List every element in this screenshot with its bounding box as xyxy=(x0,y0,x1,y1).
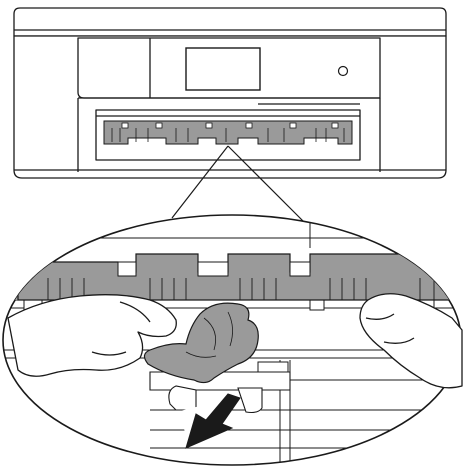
left-hand-icon xyxy=(7,294,177,377)
callout-lines xyxy=(171,145,307,225)
touchscreen-icon xyxy=(185,47,261,91)
paper-guide-small-icon xyxy=(103,120,353,145)
right-hand-icon xyxy=(359,293,463,389)
removed-paper-icon xyxy=(143,302,259,384)
paper-guide-large-icon xyxy=(3,253,461,301)
power-button-icon xyxy=(337,65,349,77)
down-arrow-icon xyxy=(174,393,241,449)
printer-icon xyxy=(13,7,447,179)
mechanism-block xyxy=(149,371,291,414)
